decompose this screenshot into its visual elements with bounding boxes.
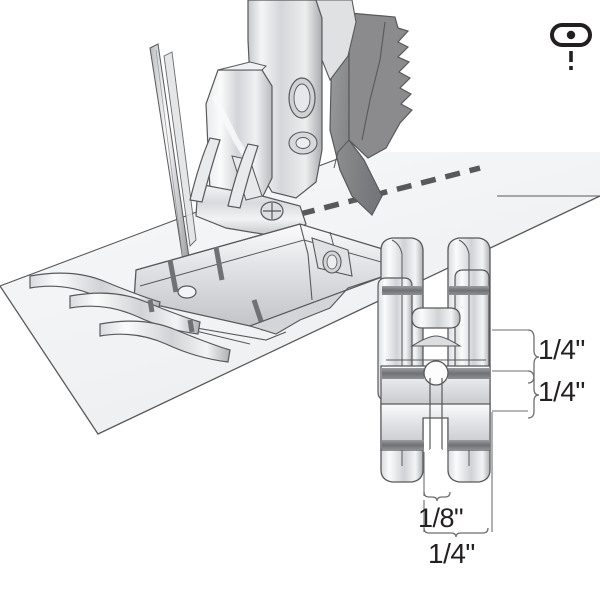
dimension-label-bottom-outer: 1/4" (428, 538, 475, 569)
needle-plate-oval-icon (550, 23, 592, 70)
brace-inner-bottom (423, 491, 451, 502)
foot-toes-left (29, 272, 231, 363)
brace-outer-bottom (423, 527, 489, 538)
dimension-label-right-lower: 1/4" (538, 376, 585, 407)
dimension-lines-right (492, 329, 528, 412)
dimension-label-bottom-inner: 1/8" (418, 503, 464, 533)
guide-springs (189, 137, 259, 209)
needle (149, 43, 197, 288)
dimension-lines-bottom (423, 412, 493, 532)
foot-bottom-view (377, 237, 491, 483)
stitch-line (299, 165, 481, 217)
brace-lower-right (527, 370, 540, 419)
dimension-label-right-upper: 1/4" (538, 334, 585, 365)
holder-screw (260, 201, 284, 221)
